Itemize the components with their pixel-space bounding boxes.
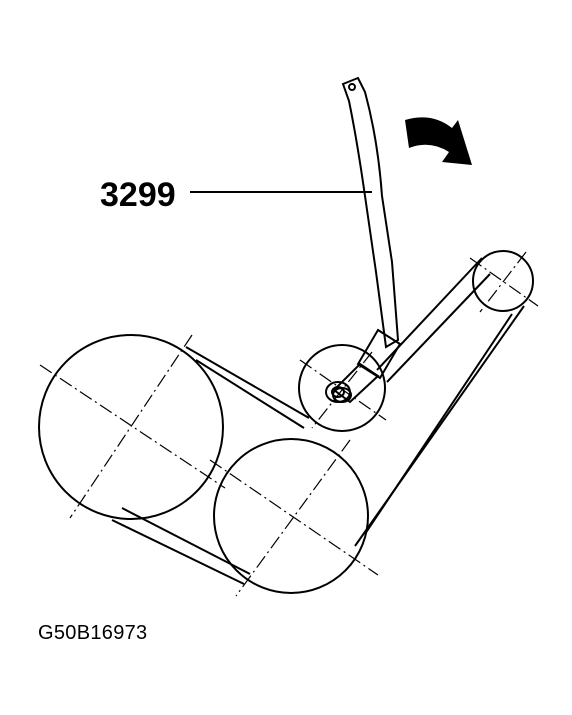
curved-arrow-clockwise-icon	[405, 117, 472, 165]
figure-id: G50B16973	[38, 622, 148, 644]
tool-number-label: 3299	[100, 176, 176, 214]
lower-pulley	[209, 438, 379, 597]
crankshaft-pulley	[38, 334, 226, 520]
drive-belt	[111, 257, 525, 585]
tool-3299-wrench	[332, 76, 402, 404]
idler-pulley	[469, 250, 539, 313]
